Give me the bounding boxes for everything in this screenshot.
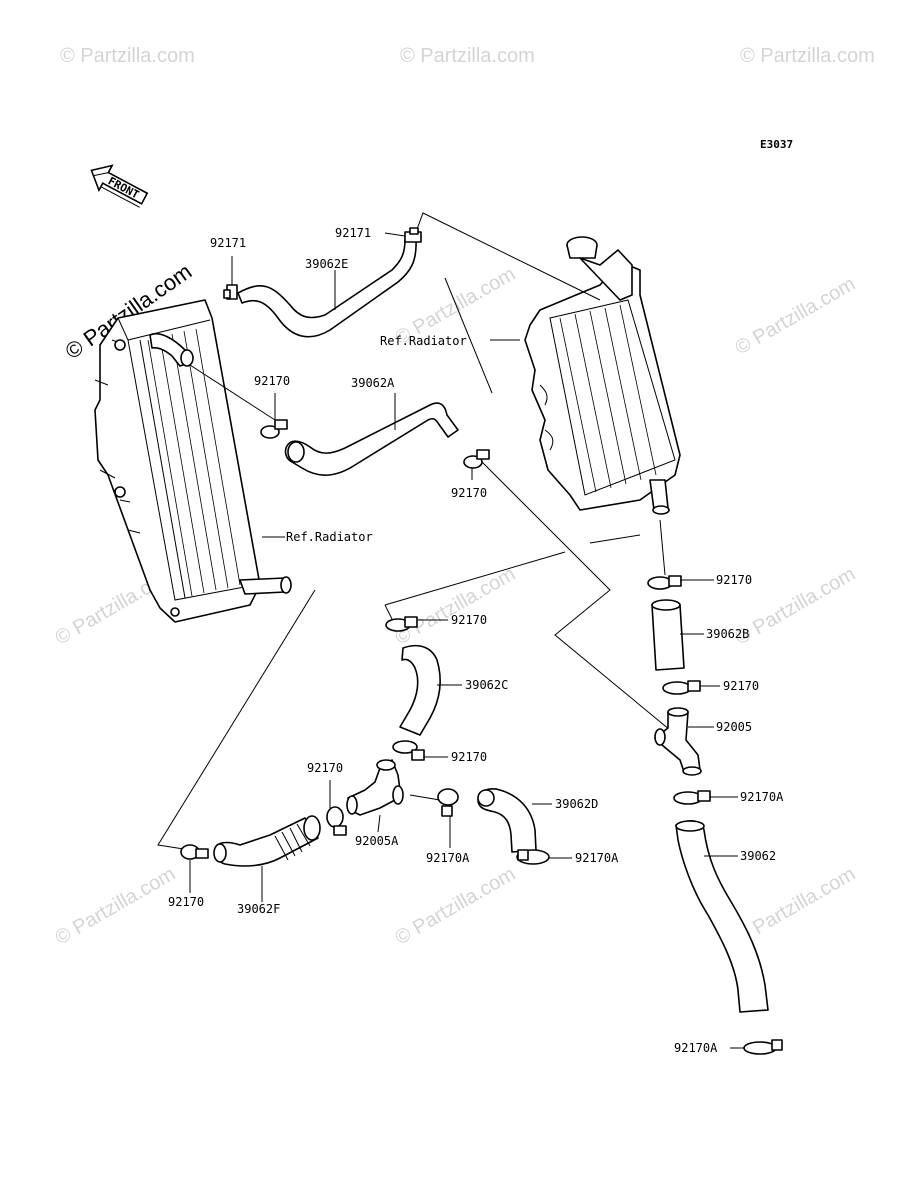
- hose-39062E: [237, 239, 417, 338]
- hose-39062D: [477, 788, 537, 853]
- front-label: FRONT: [106, 174, 142, 201]
- label-92170A-bottom: 92170A: [674, 1041, 718, 1055]
- label-92170-lower-left: 92170: [307, 761, 343, 775]
- part-labels: 92171 92171 39062E 92170 39062A 92170 Re…: [168, 226, 784, 1055]
- label-39062B: 39062B: [706, 627, 749, 641]
- label-92170-upper-left: 92170: [254, 374, 290, 388]
- watermark: © Partzilla.com: [52, 863, 180, 949]
- left-radiator: [94, 299, 292, 623]
- clamp-92170-c2: [392, 740, 425, 761]
- clamp-92170-bottom-left: [180, 844, 209, 860]
- clamp-92170-mid: [463, 449, 490, 469]
- watermark: © Partzilla.com: [732, 273, 860, 359]
- label-39062E: 39062E: [305, 257, 348, 271]
- label-39062: 39062: [740, 849, 776, 863]
- clamp-92170-right1: [647, 575, 682, 590]
- label-92171-top: 92171: [335, 226, 371, 240]
- clamp-92170-upper-left: [260, 419, 288, 439]
- clamp-92170-right2: [662, 680, 701, 695]
- clamp-92171-left: [223, 284, 238, 300]
- label-39062F: 39062F: [237, 902, 280, 916]
- fitting-92005A: [346, 759, 404, 816]
- label-92170-mid: 92170: [451, 486, 487, 500]
- label-92170-bottom-left: 92170: [168, 895, 204, 909]
- label-92170-right1: 92170: [716, 573, 752, 587]
- watermark: © Partzilla.com: [392, 563, 520, 649]
- label-92005: 92005: [716, 720, 752, 734]
- label-92170A-right1: 92170A: [740, 790, 784, 804]
- label-leaders: [189, 232, 744, 1049]
- label-ref-radiator-right: Ref.Radiator: [380, 334, 467, 348]
- fitting-92005: [654, 707, 702, 776]
- label-92171-left: 92171: [210, 236, 246, 250]
- label-ref-radiator-left: Ref.Radiator: [286, 530, 373, 544]
- label-39062D: 39062D: [555, 797, 598, 811]
- clamp-92170A-right1: [673, 790, 711, 805]
- clamp-92170A-bottom: [743, 1039, 783, 1055]
- clamp-92170A-mid: [437, 788, 459, 817]
- watermark: © Partzilla.com: [740, 45, 875, 67]
- hose-39062C: [399, 644, 441, 736]
- watermark: © Partzilla.com: [732, 863, 860, 949]
- label-92005A: 92005A: [355, 834, 399, 848]
- label-92170A-mid2: 92170A: [575, 851, 619, 865]
- watermark: © Partzilla.com: [400, 45, 535, 67]
- label-92170-c1: 92170: [451, 613, 487, 627]
- label-92170-right2: 92170: [723, 679, 759, 693]
- label-39062C: 39062C: [465, 678, 508, 692]
- watermark: © Partzilla.com: [392, 863, 520, 949]
- watermark: © Partzilla.com: [60, 45, 195, 67]
- diagram-code: E3037: [760, 138, 793, 151]
- hose-39062: [675, 820, 769, 1013]
- right-radiator: [524, 236, 681, 515]
- hose-39062A: [284, 402, 459, 476]
- label-39062A: 39062A: [351, 376, 395, 390]
- clamp-92170A-mid2: [516, 849, 550, 865]
- front-arrow-icon: FRONT: [90, 164, 149, 208]
- clamp-92171-top: [404, 227, 422, 243]
- clamp-92170-lower-left: [326, 806, 347, 836]
- hose-39062F: [213, 815, 321, 867]
- label-92170A-mid: 92170A: [426, 851, 470, 865]
- label-92170-c2: 92170: [451, 750, 487, 764]
- hose-39062B: [651, 599, 685, 671]
- clamp-92170-c1: [385, 616, 418, 632]
